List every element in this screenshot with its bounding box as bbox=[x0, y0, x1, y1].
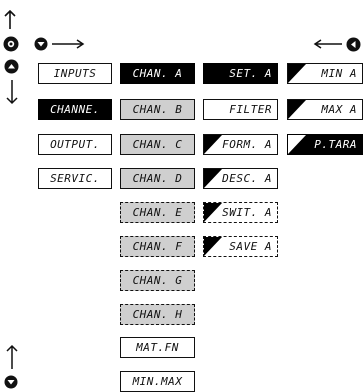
corner-marker-icon bbox=[204, 203, 222, 222]
channel-h: CHAN. H bbox=[120, 304, 195, 325]
math-functions: MAT.FN bbox=[120, 337, 195, 358]
channel-g: CHAN. G bbox=[120, 270, 195, 291]
arrow-left-icon bbox=[313, 39, 342, 49]
channel-a: CHAN. A bbox=[120, 63, 195, 84]
enter-button-icon bbox=[3, 36, 19, 52]
menu-inputs: INPUTS bbox=[38, 63, 112, 84]
arrow-up-icon bbox=[6, 344, 18, 369]
setting-swit-a: SWIT. A bbox=[203, 202, 278, 223]
channel-e: CHAN. E bbox=[120, 202, 195, 223]
corner-marker-icon bbox=[288, 64, 306, 83]
arrow-down-icon bbox=[6, 80, 18, 105]
param-min-a: MIN A bbox=[287, 63, 363, 84]
menu-channels: CHANNE. bbox=[38, 99, 112, 120]
corner-marker-icon bbox=[204, 237, 222, 256]
left-button-icon bbox=[346, 37, 361, 52]
param-max-a: MAX A bbox=[287, 99, 363, 120]
setting-desc-a: DESC. A bbox=[203, 168, 278, 189]
corner-marker-icon bbox=[204, 135, 222, 154]
channel-d: CHAN. D bbox=[120, 168, 195, 189]
arrow-up-icon bbox=[4, 10, 16, 29]
channel-b: CHAN. B bbox=[120, 99, 195, 120]
min-max: MIN.MAX bbox=[120, 371, 195, 392]
setting-form-a: FORM. A bbox=[203, 134, 278, 155]
down-button-icon bbox=[4, 375, 18, 389]
setting-save-a: SAVE A bbox=[203, 236, 278, 257]
param-p-tara: P.TARA bbox=[287, 134, 363, 155]
channel-c: CHAN. C bbox=[120, 134, 195, 155]
setting-filter: FILTER bbox=[203, 99, 278, 120]
corner-marker-icon bbox=[288, 135, 306, 154]
setting-set-a: SET. A bbox=[203, 63, 278, 84]
corner-marker-icon bbox=[288, 100, 306, 119]
channel-f: CHAN. F bbox=[120, 236, 195, 257]
up-button-icon bbox=[4, 59, 19, 74]
arrow-right-icon bbox=[52, 39, 85, 49]
menu-service: SERVIC. bbox=[38, 168, 112, 189]
corner-marker-icon bbox=[204, 169, 222, 188]
down-button-icon bbox=[34, 37, 48, 51]
menu-output: OUTPUT. bbox=[38, 134, 112, 155]
